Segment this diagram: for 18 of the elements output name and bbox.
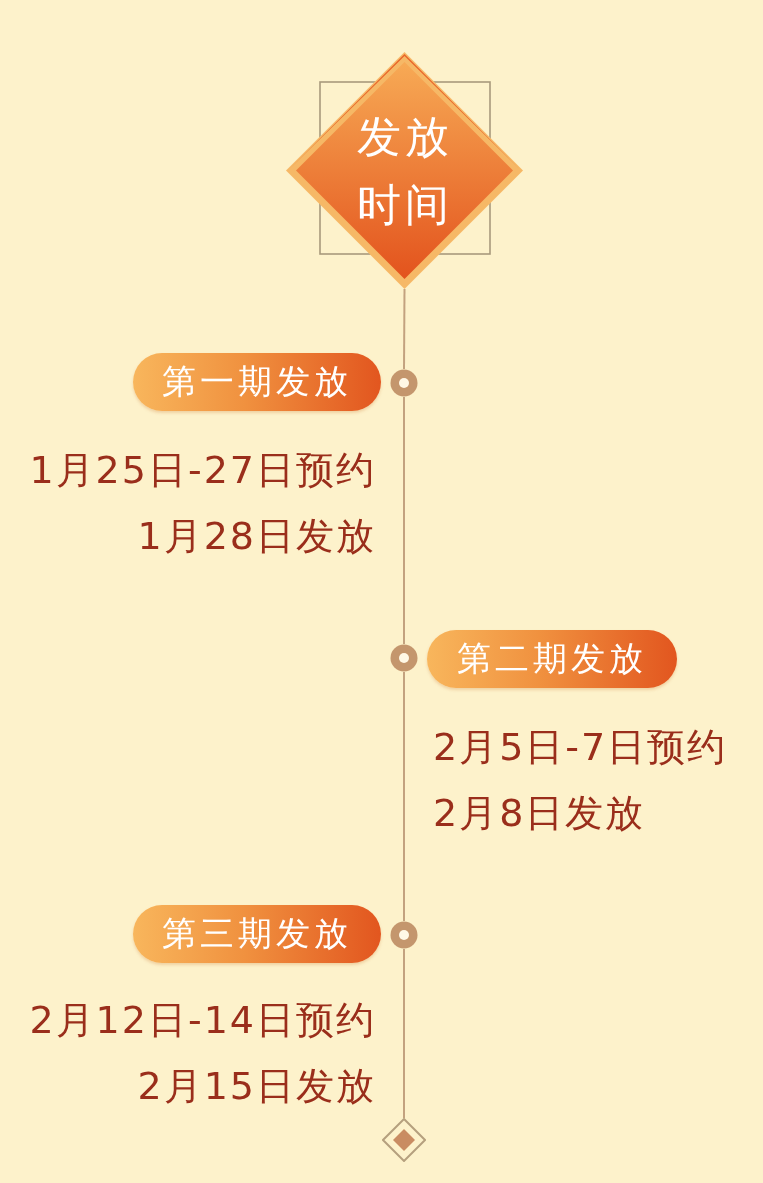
phase-pill: 第一期发放 xyxy=(133,353,381,411)
schedule-text: 2月8日发放 xyxy=(433,790,646,837)
end-diamond-icon xyxy=(382,1118,426,1162)
timeline-line xyxy=(403,288,406,370)
phase-pill: 第二期发放 xyxy=(427,630,677,688)
title-diamond: 发放时间 xyxy=(286,52,523,289)
phase-pill: 第三期发放 xyxy=(133,905,381,963)
timeline-dot-icon xyxy=(390,644,418,672)
schedule-text: 2月15日发放 xyxy=(137,1063,376,1110)
schedule-text: 1月28日发放 xyxy=(137,513,376,560)
timeline-line xyxy=(403,396,405,645)
timeline-dot-icon xyxy=(390,369,418,397)
timeline-dot-icon xyxy=(390,921,418,949)
schedule-text: 1月25日-27日预约 xyxy=(29,447,376,494)
schedule-text: 2月12日-14日预约 xyxy=(29,997,376,1044)
timeline-line xyxy=(403,948,405,1119)
timeline-line xyxy=(403,671,405,922)
schedule-text: 2月5日-7日预约 xyxy=(433,724,728,771)
